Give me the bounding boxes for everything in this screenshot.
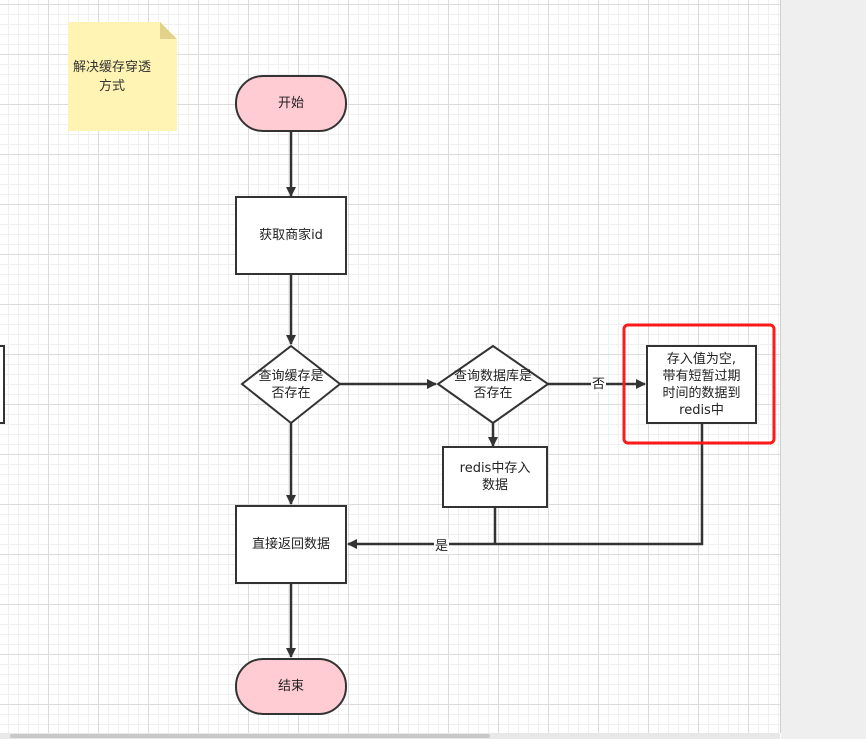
- check-db-node[interactable]: [436, 344, 550, 425]
- highlight-box: [622, 323, 776, 445]
- offscreen-node[interactable]: [0, 345, 5, 424]
- edge-label-no: 否: [591, 377, 607, 392]
- end-label: 结束: [277, 679, 304, 694]
- sticky-note-text: 解决缓存穿透 方式: [72, 60, 151, 94]
- edge-empty-to-return[interactable]: [347, 424, 704, 549]
- horizontal-scrollbar[interactable]: [0, 733, 780, 739]
- save-redis-label: redis中存入 数据: [459, 461, 531, 493]
- sticky-note[interactable]: [68, 22, 177, 131]
- start-node[interactable]: [235, 75, 347, 132]
- save-redis-node[interactable]: [442, 446, 548, 508]
- check-cache-label: 查询缓存是 否存在: [258, 368, 324, 401]
- save-empty-label: 存入值为空, 带有短暂过期 时间的数据到 redis中: [662, 351, 741, 418]
- return-data-label: 直接返回数据: [251, 537, 330, 552]
- edge-label-yes: 是: [434, 539, 450, 554]
- scrollbar-thumb[interactable]: [10, 734, 490, 738]
- check-cache-node[interactable]: [240, 344, 342, 425]
- get-id-label: 获取商家id: [259, 228, 323, 243]
- side-panel: [781, 0, 866, 739]
- check-db-label: 查询数据库是 否存在: [453, 368, 532, 401]
- return-data-node[interactable]: [235, 505, 347, 584]
- start-label: 开始: [277, 96, 304, 111]
- end-node[interactable]: [235, 658, 347, 715]
- get-id-node[interactable]: [235, 196, 347, 275]
- save-empty-node[interactable]: [646, 345, 757, 424]
